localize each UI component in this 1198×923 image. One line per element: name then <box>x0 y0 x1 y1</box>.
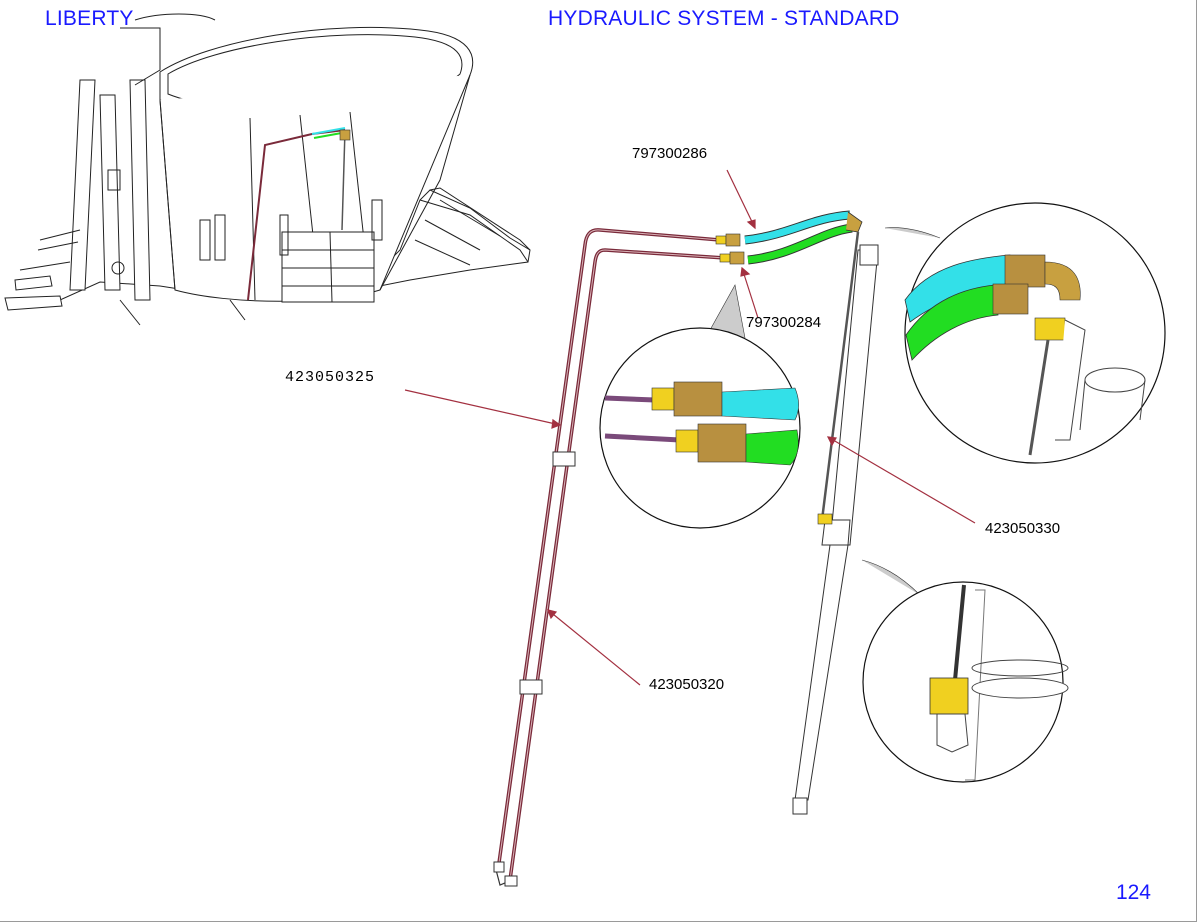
callout-hose-green: 797300284 <box>746 314 822 331</box>
callout-pipe-cylinder: 423050330 <box>985 520 1061 537</box>
page-number: 124 <box>1115 881 1151 904</box>
detail-elbow <box>884 202 1166 464</box>
detail-cylinder-fitting <box>861 559 1069 783</box>
callout-pipe-long: 423050325 <box>285 369 376 386</box>
callout-pipe-lower: 423050320 <box>649 676 725 693</box>
callout-hose-cyan: 797300286 <box>632 145 708 162</box>
detail-fittings <box>599 284 801 529</box>
leader-lines <box>404 169 976 686</box>
machine-overview <box>4 13 531 326</box>
hydraulic-cylinder <box>792 231 879 815</box>
machine-hose-route <box>247 127 351 301</box>
page-title: HYDRAULIC SYSTEM - STANDARD <box>548 7 900 30</box>
pipe-assembly <box>493 228 726 887</box>
brand-title: LIBERTY <box>45 7 134 30</box>
hose-pair <box>715 210 863 265</box>
